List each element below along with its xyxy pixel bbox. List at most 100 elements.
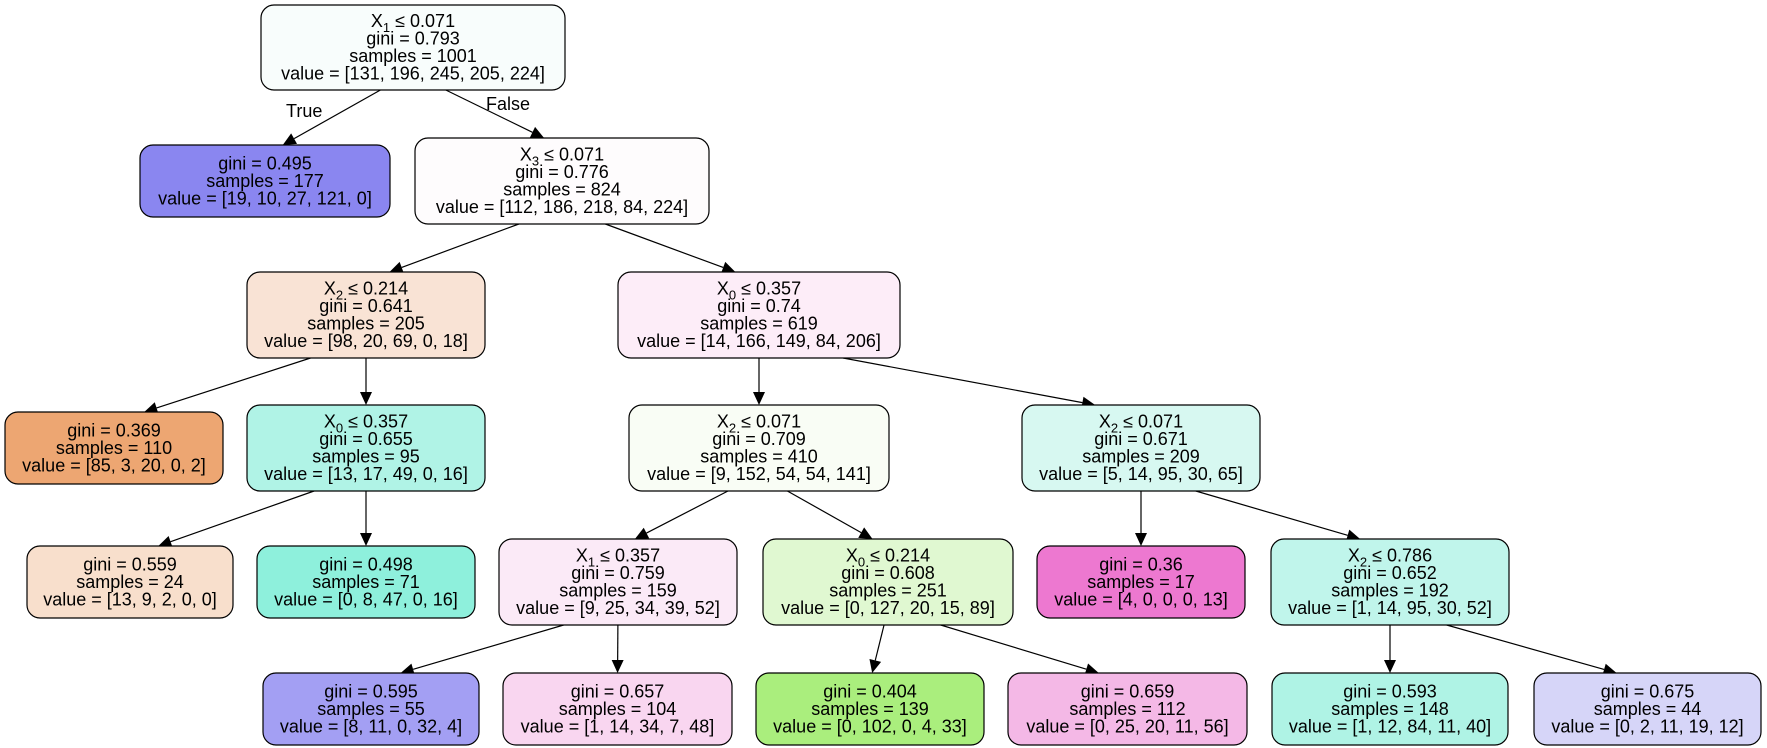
node-gini: gini = 0.659 (1081, 681, 1175, 701)
node-box (755, 672, 985, 746)
node-gini: gini = 0.671 (1094, 429, 1188, 449)
node-samples: samples = 71 (312, 572, 420, 592)
arrow-head (360, 392, 372, 405)
split-feature: X (1099, 412, 1111, 432)
edge-line (293, 89, 381, 140)
edge-line (170, 490, 315, 543)
edge-n8-n14 (1195, 490, 1361, 542)
node-samples: samples = 251 (829, 581, 947, 601)
node-samples: samples = 205 (307, 314, 425, 334)
edge-n11-n16 (611, 624, 624, 673)
split-feature: X (717, 279, 729, 299)
node-samples: samples = 209 (1082, 447, 1200, 467)
node-value: value = [131, 196, 245, 205, 224] (281, 64, 545, 84)
node-box (414, 137, 710, 225)
node-gini: gini = 0.595 (324, 681, 418, 701)
node-box (4, 411, 224, 485)
node-gini: gini = 0.498 (319, 554, 413, 574)
edge-line (1195, 490, 1348, 536)
node-samples: samples = 104 (559, 699, 677, 719)
edge-n14-n19 (1384, 625, 1396, 673)
edge-n6-n9 (158, 490, 315, 548)
node-gini: gini = 0.641 (319, 296, 413, 316)
node-gini: gini = 0.793 (366, 29, 460, 49)
split-feature-index: 2 (336, 288, 343, 303)
node-gini: gini = 0.657 (571, 681, 665, 701)
node-value: value = [0, 8, 47, 0, 16] (274, 589, 458, 609)
node-gini: gini = 0.36 (1099, 554, 1183, 574)
node-gini: gini = 0.655 (319, 429, 413, 449)
split-threshold: ≤ 0.071 (1118, 412, 1183, 432)
edge-n12-n18 (940, 624, 1099, 675)
node-box (1270, 538, 1510, 626)
split-feature: X (324, 412, 336, 432)
split-feature-index: 0 (729, 288, 736, 303)
edge-n6-n10 (360, 491, 372, 546)
edge-line (842, 357, 1083, 404)
node-value: value = [5, 14, 95, 30, 65] (1039, 464, 1243, 484)
arrow-head (529, 126, 545, 138)
arrow-head (611, 659, 624, 673)
split-feature: X (520, 145, 532, 165)
node-gini: gini = 0.675 (1601, 681, 1695, 701)
node-split-rule: X2 ≤ 0.214 (324, 279, 408, 303)
node-box (139, 144, 391, 218)
split-threshold: ≤ 0.357 (595, 546, 660, 566)
node-gini: gini = 0.759 (571, 563, 665, 583)
split-feature: X (717, 412, 729, 432)
node-value: value = [1, 14, 95, 30, 52] (1288, 598, 1492, 618)
arrow-head (360, 533, 372, 546)
node-samples: samples = 1001 (349, 46, 477, 66)
node-samples: samples = 410 (700, 447, 818, 467)
node-box (617, 271, 901, 359)
edge-n0-n2 (445, 89, 545, 138)
node-value: value = [98, 20, 69, 0, 18] (264, 331, 468, 351)
split-feature: X (324, 279, 336, 299)
node-split-rule: X0 ≤ 0.357 (324, 412, 408, 436)
split-feature: X (846, 546, 858, 566)
node-gini: gini = 0.608 (841, 563, 935, 583)
node-box (502, 672, 733, 746)
split-threshold: ≤ 0.071 (736, 412, 801, 432)
node-split-rule: X1 ≤ 0.357 (576, 546, 660, 570)
split-feature-index: 0 (858, 555, 865, 570)
edge-n14-n20 (1446, 624, 1617, 676)
split-feature-index: 2 (1111, 421, 1118, 436)
node-value: value = [0, 102, 0, 4, 33] (773, 716, 967, 736)
node-value: value = [0, 2, 11, 19, 12] (1551, 716, 1743, 736)
arrow-head (1602, 663, 1617, 676)
node-gini: gini = 0.369 (67, 420, 161, 440)
split-threshold: ≤ 0.357 (736, 279, 801, 299)
arrow-head (869, 658, 882, 673)
node-samples: samples = 824 (503, 180, 621, 200)
arrow-head (858, 527, 873, 539)
arrow-head (721, 261, 736, 274)
node-split-rule: X3 ≤ 0.071 (520, 145, 604, 169)
node-box (762, 538, 1014, 626)
node-split-rule: X2 ≤ 0.071 (717, 412, 801, 436)
split-threshold: ≤ 0.357 (343, 412, 408, 432)
edge-line (787, 490, 862, 534)
edge-n4-n7 (753, 358, 765, 405)
edge-line (940, 624, 1087, 670)
edge-n2-n4 (605, 223, 736, 274)
split-feature-index: 0 (336, 421, 343, 436)
arrow-head (753, 392, 765, 405)
split-feature-index: 1 (383, 20, 390, 35)
edge-label-false: False (486, 94, 530, 114)
node-samples: samples = 159 (559, 581, 677, 601)
edge-n2-n3 (389, 223, 520, 274)
edge-line (401, 223, 520, 269)
edge-line (646, 490, 729, 534)
